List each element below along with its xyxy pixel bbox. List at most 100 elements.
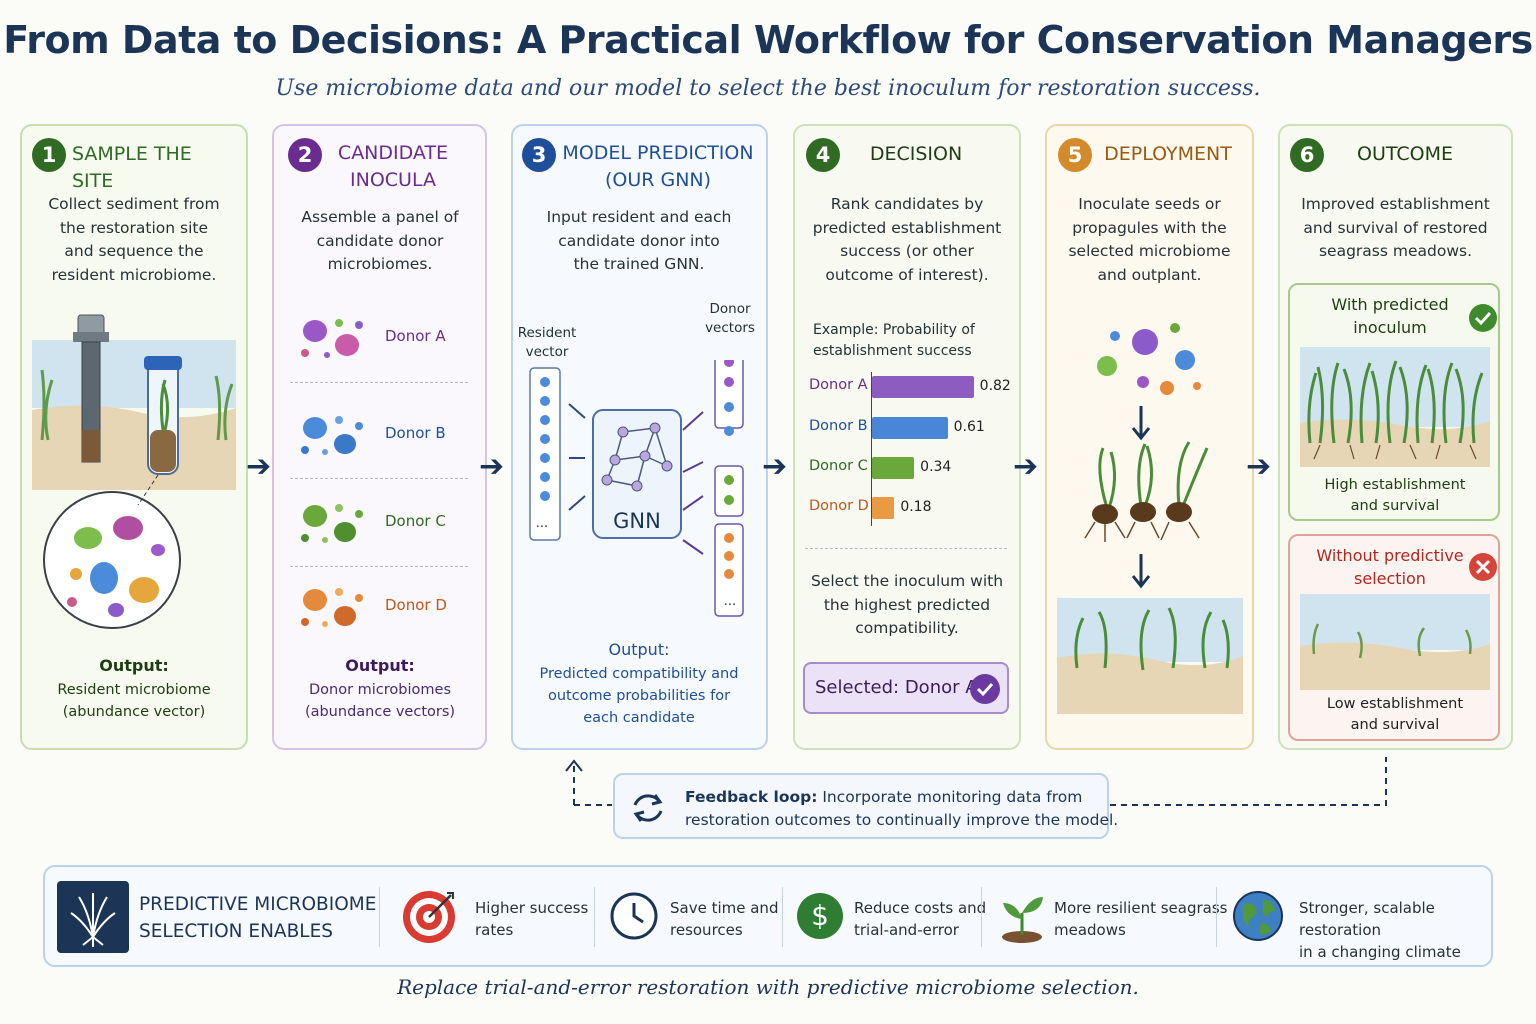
step-1-title: SAMPLE THE SITE xyxy=(72,143,192,192)
donor-a-microbes-icon xyxy=(301,319,363,358)
step-1-output-text: Resident microbiome(abundance vector) xyxy=(57,682,211,720)
divider xyxy=(290,566,468,567)
feedback-loop-connector xyxy=(565,757,1387,806)
feedback-loop-box: Feedback loop: Incorporate monitoring da… xyxy=(613,773,1118,839)
chart-category-label: Donor B xyxy=(809,418,868,434)
separator xyxy=(981,887,982,947)
step-2-output-text: Donor microbiomes(abundance vectors) xyxy=(304,682,456,720)
chart-bar xyxy=(872,376,974,398)
target-icon xyxy=(403,891,455,943)
chart-bar xyxy=(872,457,915,479)
step-6-title: OUTCOME xyxy=(1357,143,1453,165)
dollar-icon: $ xyxy=(797,893,843,939)
deployment-illustration xyxy=(1057,323,1243,714)
donor-c-row: Donor C xyxy=(290,492,470,552)
check-circle-icon xyxy=(1469,304,1497,332)
step-2-output-label: Output: xyxy=(345,656,415,675)
donor-b-label: Donor B xyxy=(385,424,446,442)
chart-value-label: 0.82 xyxy=(979,378,1011,394)
donor-a-row: Donor A xyxy=(290,307,470,367)
step-2-panel xyxy=(272,124,487,750)
resident-ellipsis: ... xyxy=(535,516,549,531)
chart-value-label: 0.61 xyxy=(953,419,985,435)
step-2-number: 2 xyxy=(288,138,322,172)
page-subtitle: Use microbiome data and our model to sel… xyxy=(275,76,1261,101)
donor-d-row: Donor D xyxy=(290,576,470,636)
step-1-number: 1 xyxy=(32,138,66,172)
step-3-title: MODEL PREDICTION(OUR GNN) xyxy=(562,142,754,191)
flow-arrow-3: ➔ xyxy=(762,449,788,484)
step-5-title: DEPLOYMENT xyxy=(1104,143,1232,165)
step-4-number: 4 xyxy=(806,138,840,172)
separator xyxy=(379,887,380,947)
footer-tagline: Replace trial-and-error restoration with… xyxy=(397,975,1139,999)
flow-arrow-4: ➔ xyxy=(1013,449,1039,484)
sediment-sampling-illustration xyxy=(32,314,236,629)
gnn-label: GNN xyxy=(613,509,661,533)
divider xyxy=(290,382,468,383)
clock-icon xyxy=(610,892,658,940)
svg-text:$: $ xyxy=(811,899,829,932)
chart-category-label: Donor D xyxy=(809,498,869,514)
selected-donor-badge: Selected: Donor A xyxy=(803,662,1009,714)
feedback-loop-text: Feedback loop: Incorporate monitoring da… xyxy=(685,788,1119,829)
donor-c-microbes-icon xyxy=(301,504,363,543)
separator xyxy=(1216,887,1217,947)
donor-b-row: Donor B xyxy=(290,404,470,464)
poor-meadow-illustration xyxy=(1300,594,1490,690)
gnn-diagram xyxy=(529,360,744,617)
flow-arrow-5: ➔ xyxy=(1246,449,1272,484)
error-circle-icon xyxy=(1469,553,1497,581)
donor-a-label: Donor A xyxy=(385,327,446,345)
divider xyxy=(805,548,1007,549)
selected-donor-text: Selected: Donor A xyxy=(815,677,978,698)
page-title: From Data to Decisions: A Practical Work… xyxy=(3,18,1533,62)
globe-icon xyxy=(1233,891,1283,941)
check-circle-icon xyxy=(970,674,1000,704)
flow-arrow-1: ➔ xyxy=(246,449,272,484)
chart-value-label: 0.18 xyxy=(900,499,932,515)
step-3-number: 3 xyxy=(522,138,556,172)
separator xyxy=(594,887,595,947)
donor-d-microbes-icon xyxy=(301,588,363,627)
donor-d-label: Donor D xyxy=(385,596,447,614)
donor-c-label: Donor C xyxy=(385,512,446,530)
step-1-output-label: Output: xyxy=(99,656,169,675)
chart-bar-row-b: Donor B 0.61 xyxy=(809,417,1009,439)
chart-category-label: Donor C xyxy=(809,458,868,474)
chart-bar xyxy=(872,417,948,439)
refresh-cycle-icon xyxy=(633,794,663,822)
sprout-icon xyxy=(1002,897,1043,943)
step-6-number: 6 xyxy=(1290,138,1324,172)
chart-bar-row-a: Donor A 0.82 xyxy=(809,376,1011,398)
chart-bar-row-d: Donor D 0.18 xyxy=(809,497,1009,519)
healthy-meadow-illustration xyxy=(1300,347,1490,467)
chart-value-label: 0.34 xyxy=(920,459,952,475)
step-5-number: 5 xyxy=(1058,138,1092,172)
donor-ellipsis: ... xyxy=(723,594,737,609)
seagrass-logo-icon xyxy=(57,881,129,953)
step-4-title: DECISION xyxy=(869,143,963,165)
chart-axis xyxy=(871,372,872,526)
chart-bar-row-c: Donor C 0.34 xyxy=(809,457,1009,479)
